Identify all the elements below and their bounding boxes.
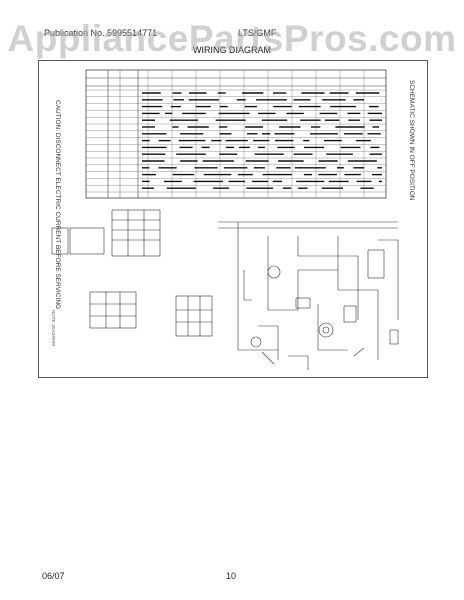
page-title: WIRING DIAGRAM [193,45,271,55]
wiring-diagram: CAUTION: DISCONNECT ELECTRIC CURRENT BEF… [38,60,428,378]
schematic-notice: SCHEMATIC SHOWN IN OFF POSITION [408,80,415,201]
caution-text: CAUTION: DISCONNECT ELECTRIC CURRENT BEF… [54,100,61,309]
footer-date: 06/07 [42,571,65,581]
model-number: LTS/GMF [238,28,277,38]
timer-chart [85,69,387,199]
bottom-left-note: NOTE: DIAGRAM [51,310,56,346]
publication-number: Publication No. 5995514771 [44,28,158,38]
page-number: 10 [226,571,237,581]
schematic [51,209,399,370]
